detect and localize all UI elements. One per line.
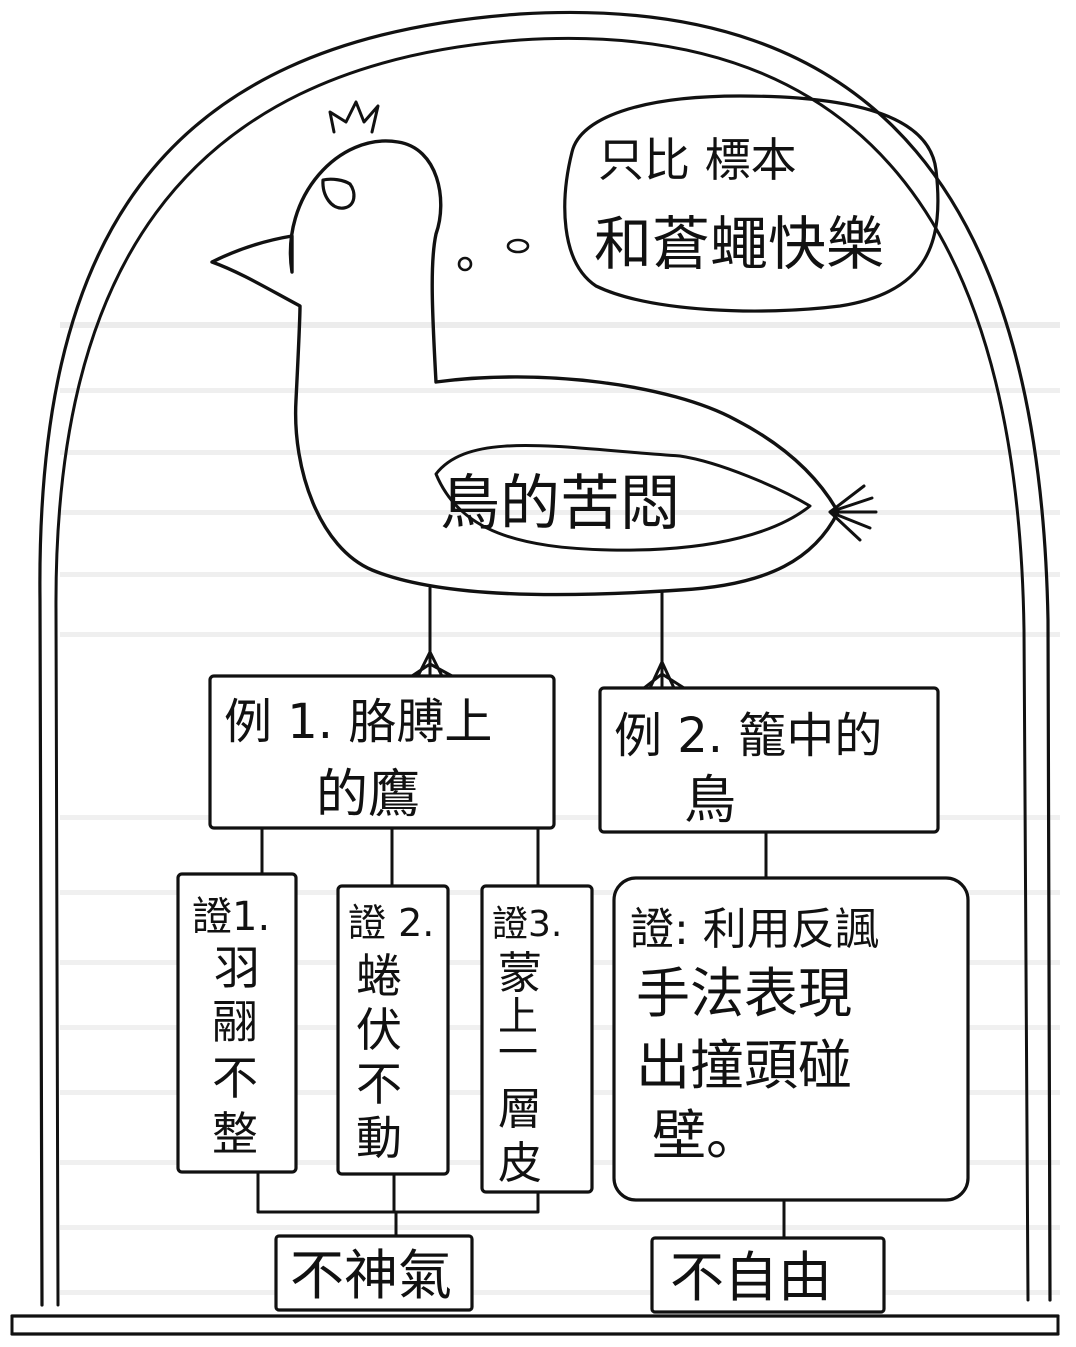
evidence-2-line: 證 2. bbox=[348, 901, 434, 945]
evidence-4-box: 證: 利用反諷 手法表現 出撞頭碰 壁。 bbox=[612, 876, 970, 1202]
conclusion-2-label: 不自由 bbox=[670, 1246, 832, 1309]
bird-tail-icon bbox=[828, 484, 878, 542]
evidence-3-line: 層 bbox=[498, 1084, 542, 1135]
thought-dot-small bbox=[457, 256, 473, 272]
bird-crown-icon bbox=[328, 100, 380, 134]
evidence-4-line: 手法表現 bbox=[636, 962, 852, 1025]
evidence-1-line: 翮 bbox=[212, 995, 258, 1049]
example-1-line-2: 的鷹 bbox=[316, 765, 420, 825]
connectors-evidence-conclusions bbox=[256, 1170, 786, 1240]
evidence-1-line: 整 bbox=[212, 1107, 258, 1161]
evidence-2-line: 伏 bbox=[356, 1003, 402, 1057]
example-1-line-1: 例 1. 胳膊上 bbox=[224, 694, 492, 750]
example-2-box: 例 2. 籠中的 鳥 bbox=[598, 686, 940, 834]
connectors-examples-evidence bbox=[260, 826, 768, 890]
evidence-2-line: 不 bbox=[356, 1057, 402, 1111]
bird-body-outline bbox=[210, 139, 840, 597]
evidence-1-line: 不 bbox=[212, 1051, 258, 1105]
thought-bubble: 只比 標本 和蒼蠅快樂 bbox=[563, 94, 940, 313]
bird-wing bbox=[434, 444, 812, 552]
evidence-1-box: 證1. 羽 翮 不 整 bbox=[176, 872, 298, 1174]
evidence-1-line: 證1. bbox=[192, 894, 270, 940]
jar-base bbox=[10, 1314, 1060, 1336]
example-1-box: 例 1. 胳膊上 的鷹 bbox=[208, 674, 556, 830]
example-2-line-1: 例 2. 籠中的 bbox=[614, 708, 882, 764]
bell-jar bbox=[38, 10, 1052, 1307]
evidence-2-box: 證 2. 蜷 伏 不 動 bbox=[336, 884, 450, 1176]
evidence-3-line: 一 bbox=[498, 1030, 538, 1076]
evidence-3-line: 上 bbox=[498, 994, 538, 1040]
evidence-4-line: 證: 利用反諷 bbox=[630, 904, 879, 955]
evidence-1-line: 羽 bbox=[214, 941, 260, 995]
thought-dot-large bbox=[506, 238, 530, 254]
bird bbox=[210, 100, 878, 597]
evidence-3-line: 證3. bbox=[492, 904, 562, 945]
thought-bubble-line-1: 只比 標本 bbox=[598, 133, 797, 187]
conclusion-1-label: 不神氣 bbox=[290, 1244, 452, 1307]
connectors-bird-examples bbox=[410, 586, 686, 692]
conclusion-1-box: 不神氣 bbox=[274, 1234, 474, 1312]
bird-eye-icon bbox=[321, 177, 356, 210]
thought-bubble-line-2: 和蒼蠅快樂 bbox=[594, 210, 884, 278]
example-2-line-2: 鳥 bbox=[684, 771, 736, 831]
conclusion-2-box: 不自由 bbox=[650, 1236, 886, 1314]
evidence-4-line: 壁。 bbox=[652, 1104, 760, 1167]
evidence-3-box: 證3. 蒙 上 一 層 皮 bbox=[480, 884, 594, 1194]
evidence-4-line: 出撞頭碰 bbox=[636, 1034, 852, 1097]
evidence-2-line: 蜷 bbox=[356, 949, 402, 1003]
evidence-3-line: 蒙 bbox=[498, 948, 542, 999]
evidence-2-line: 動 bbox=[356, 1111, 402, 1165]
bird-body-label: 鳥的苦悶 bbox=[440, 469, 680, 539]
evidence-3-line: 皮 bbox=[498, 1138, 542, 1189]
